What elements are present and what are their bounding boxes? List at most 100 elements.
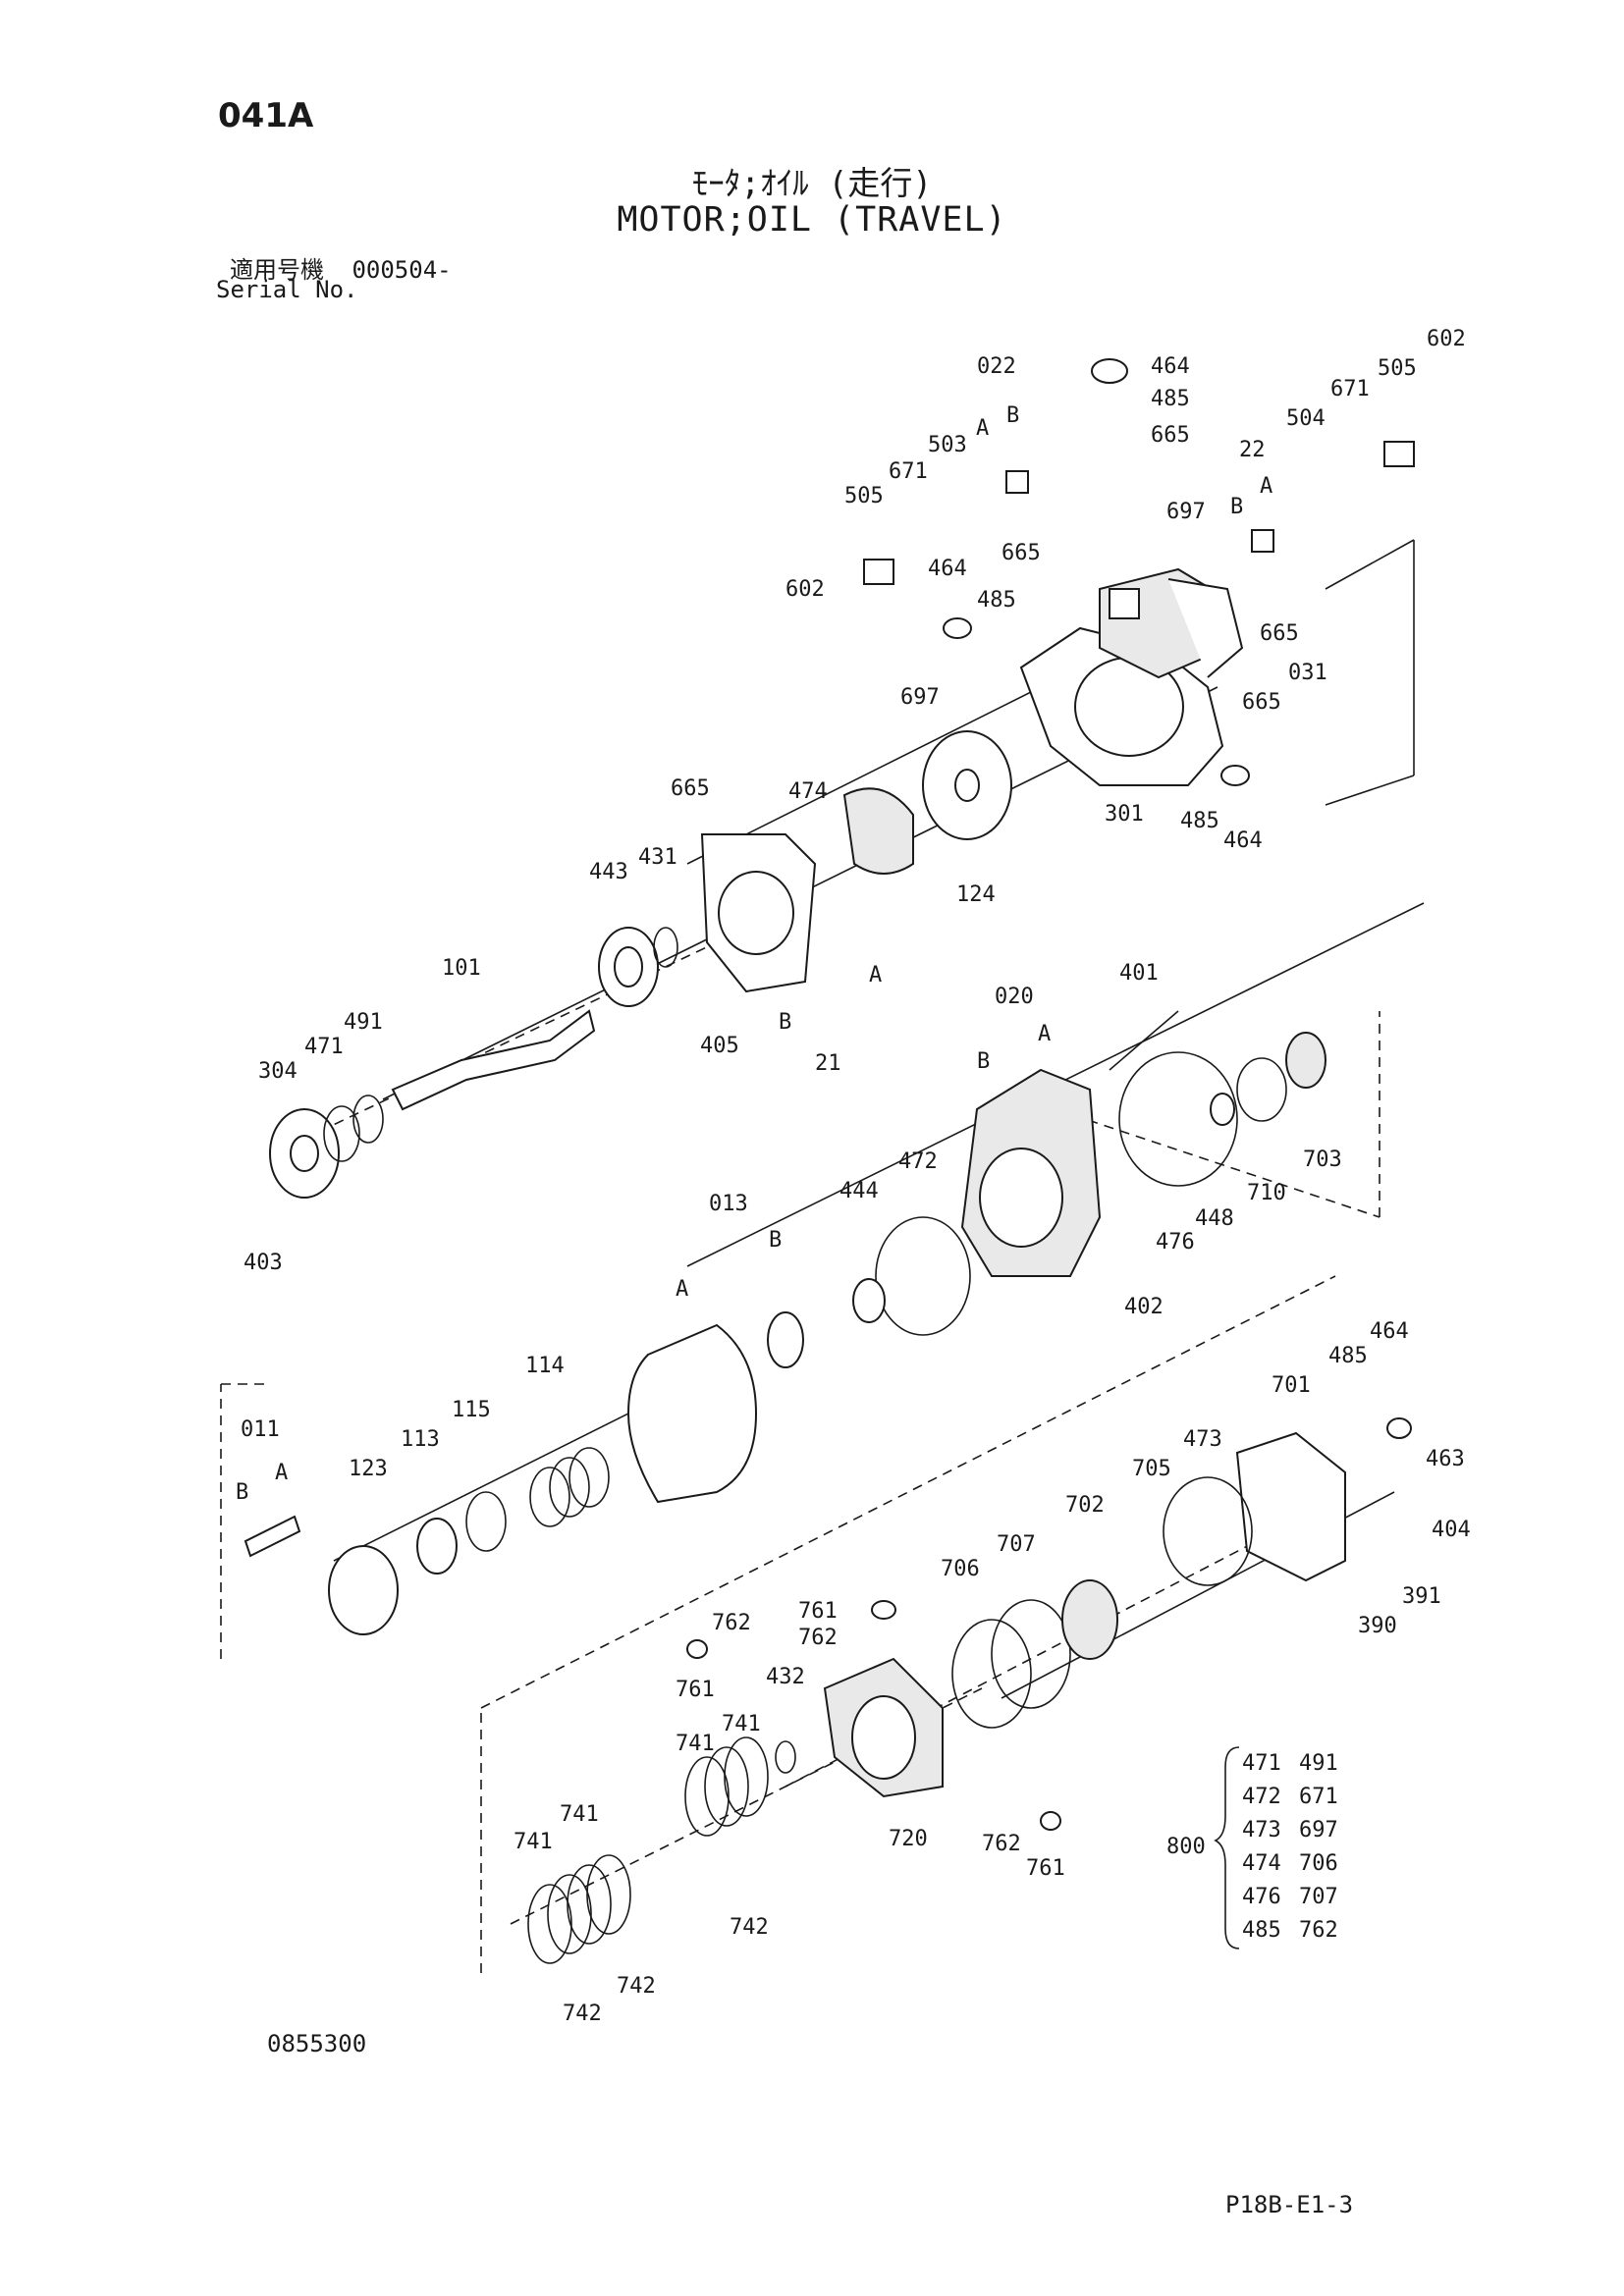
callout-label: 761	[798, 1599, 838, 1624]
diagram-id: 0855300	[267, 2030, 367, 2057]
callout-label: 390	[1358, 1614, 1397, 1638]
ring-115	[465, 1491, 507, 1552]
callout-label: 697	[1166, 500, 1206, 524]
callout-label: 485	[1151, 387, 1190, 411]
callout-label: B	[977, 1049, 990, 1074]
callout-label: 503	[928, 433, 967, 457]
callout-label: 762	[982, 1832, 1021, 1856]
ring-491	[352, 1095, 384, 1144]
o-ring-472	[875, 1216, 971, 1336]
kit-item: 476	[1242, 1885, 1281, 1909]
serial-line: 適用号機 000504-	[230, 250, 452, 285]
callout-label: 473	[1183, 1427, 1222, 1452]
cover-plate-505-right	[1383, 441, 1415, 467]
kit-item: 485	[1242, 1918, 1281, 1943]
callout-label: 742	[563, 2002, 602, 2026]
kit-item: 491	[1299, 1751, 1338, 1776]
callout-label: 485	[1180, 809, 1219, 833]
callout-label: 720	[889, 1827, 928, 1851]
cover-plate-505-left	[863, 559, 894, 585]
callout-label: 304	[258, 1059, 298, 1084]
kit-brace	[1214, 1746, 1240, 1949]
kit-list: 800 471 491 472 671 473 697 474 706 476 …	[1166, 1751, 1338, 1943]
kit-item: 671	[1299, 1785, 1338, 1809]
callout-label: A	[676, 1277, 688, 1302]
callout-label: 404	[1432, 1518, 1471, 1542]
callout-label: 505	[844, 484, 884, 508]
spring-114-b	[549, 1457, 590, 1518]
plug-22	[1251, 529, 1274, 553]
callout-label: 741	[676, 1732, 715, 1756]
callout-label: 705	[1132, 1457, 1171, 1481]
callout-label: 762	[712, 1611, 751, 1635]
kit-item: 762	[1299, 1918, 1338, 1943]
callout-label: 114	[525, 1354, 565, 1378]
callout-label: 022	[977, 354, 1016, 379]
callout-label: 21	[815, 1051, 841, 1076]
kit-item: 471	[1242, 1751, 1281, 1776]
callout-label: 703	[1303, 1148, 1342, 1172]
plug-761-a	[871, 1600, 896, 1620]
spring-114-a	[529, 1467, 570, 1527]
sheet-code: 041A	[218, 96, 314, 135]
callout-label: 665	[1242, 690, 1281, 715]
callout-label: 391	[1402, 1584, 1441, 1609]
callout-label: 464	[928, 557, 967, 581]
piston-702	[1061, 1579, 1118, 1660]
callout-label: 602	[785, 577, 825, 602]
cover-701	[1235, 1431, 1346, 1582]
callout-label: A	[275, 1461, 288, 1485]
callout-label: 665	[671, 776, 710, 801]
bush-113	[416, 1518, 458, 1575]
friction-plate-742-a	[724, 1736, 769, 1817]
callout-label: 464	[1370, 1319, 1409, 1344]
kit-item: 472	[1242, 1785, 1281, 1809]
callout-label: 697	[900, 685, 940, 710]
piston-011	[244, 1515, 301, 1558]
callout-label: 706	[941, 1557, 980, 1581]
friction-plate-741-b	[704, 1746, 749, 1827]
friction-plate-742-b	[567, 1864, 612, 1945]
kit-item: 473	[1242, 1818, 1281, 1842]
plug-022	[1005, 470, 1029, 494]
friction-plate-741-c	[527, 1884, 572, 1964]
callout-label: 013	[709, 1192, 748, 1216]
flange-cover-bore	[718, 871, 794, 955]
plug-464-left	[943, 617, 972, 639]
callout-label: 22	[1239, 438, 1266, 462]
spring-114-c	[568, 1447, 610, 1508]
callout-label: 761	[1026, 1856, 1065, 1881]
callout-label: 431	[638, 845, 677, 870]
callout-label: 401	[1119, 961, 1159, 986]
callout-label: A	[1038, 1022, 1051, 1046]
callout-label: 671	[1330, 377, 1370, 401]
callout-label: 464	[1151, 354, 1190, 379]
shaft-101	[391, 1009, 596, 1111]
serial-label-jp: 適用号機	[230, 256, 324, 284]
kit-item: 474	[1242, 1851, 1281, 1876]
title-japanese: ﾓｰﾀ;ｵｲﾙ (走行)	[691, 164, 933, 202]
callout-labels: 022 A B 464 485 665 602 505 671 504 503 …	[236, 327, 1471, 2026]
o-ring-473	[1163, 1476, 1253, 1586]
callout-label: 741	[560, 1802, 599, 1827]
plug-464-lower	[1386, 1417, 1412, 1439]
kit-label: 800	[1166, 1835, 1206, 1859]
callout-label: B	[236, 1480, 248, 1505]
callout-label: 448	[1195, 1206, 1234, 1231]
callout-label: 301	[1105, 802, 1144, 827]
callout-label: 707	[997, 1532, 1036, 1557]
callout-label: 405	[700, 1034, 739, 1058]
callout-label: 741	[722, 1712, 761, 1736]
callout-label: B	[779, 1010, 791, 1035]
callout-label: 742	[617, 1974, 656, 1999]
callout-label: A	[869, 963, 882, 988]
callout-label: 485	[1328, 1344, 1368, 1368]
callout-label: 472	[898, 1149, 938, 1174]
callout-label: 474	[788, 779, 828, 804]
valve-block-bore	[979, 1148, 1063, 1248]
kit-item: 707	[1299, 1885, 1338, 1909]
callout-label: 463	[1426, 1447, 1465, 1471]
bearing-443-inner	[614, 946, 643, 988]
callout-label: B	[769, 1228, 782, 1253]
